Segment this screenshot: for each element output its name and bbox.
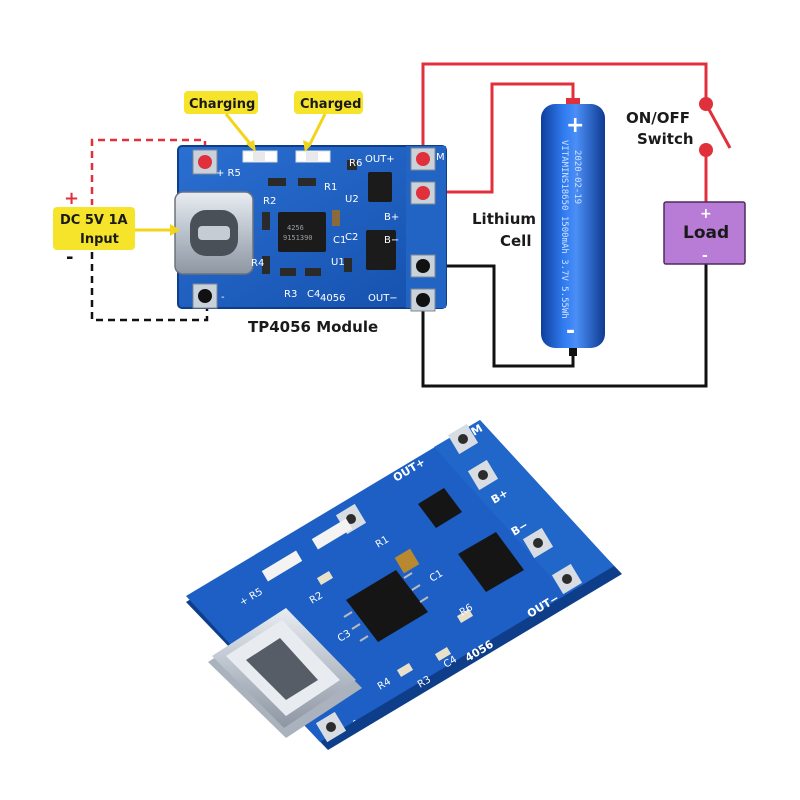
switch-contact-top bbox=[699, 97, 713, 111]
pad-input-minus bbox=[198, 289, 212, 303]
silk-r1: R1 bbox=[324, 182, 337, 193]
switch-line1: ON/OFF bbox=[626, 109, 690, 127]
photo-ic-mosfet bbox=[418, 488, 462, 528]
photo-ic-protect bbox=[458, 532, 524, 592]
tag-dc-line2: Input bbox=[80, 232, 119, 247]
photo-usb-c bbox=[208, 608, 362, 738]
switch-contact-bottom bbox=[699, 143, 713, 157]
silk-u2: U2 bbox=[345, 194, 359, 205]
load-plus: + bbox=[700, 206, 712, 222]
wire-bminus-to-battery bbox=[423, 264, 575, 368]
silk-r2: R2 bbox=[263, 196, 276, 207]
silk-b-minus: B− bbox=[384, 235, 399, 246]
tag-charged bbox=[294, 91, 363, 114]
pad-input-plus bbox=[198, 155, 212, 169]
battery-plus-mark: + bbox=[566, 113, 584, 138]
switch-lever bbox=[704, 103, 732, 149]
tag-dc-input bbox=[53, 207, 135, 250]
photo-pads bbox=[315, 423, 583, 743]
tag-charging-text: Charging bbox=[189, 97, 255, 112]
silk-r3: R3 bbox=[284, 289, 297, 300]
dashed-wire-plus bbox=[90, 138, 207, 205]
silk-c2: C2 bbox=[345, 232, 358, 243]
arrow-charged bbox=[307, 113, 327, 147]
switch-line2: Switch bbox=[637, 130, 694, 148]
silk-c4: C4 bbox=[307, 289, 320, 300]
silk-out-plus: OUT+ bbox=[365, 154, 395, 165]
arrow-charging bbox=[224, 113, 254, 147]
lithium-line2: Cell bbox=[500, 232, 531, 250]
silk-minus: - bbox=[221, 292, 225, 303]
wire-out-minus-to-load bbox=[421, 264, 708, 388]
ic-text-2: 9151390 bbox=[283, 234, 313, 242]
load-box: + Load - bbox=[663, 201, 746, 265]
battery-print: VITAMINS18650 1500mAh 3.7V 5.55Wh bbox=[559, 140, 569, 319]
tag-charging bbox=[184, 91, 258, 114]
silk-r6: R6 bbox=[349, 158, 362, 169]
wire-bplus-to-battery bbox=[423, 82, 575, 194]
load-label: Load bbox=[683, 223, 729, 243]
silk-r4: R4 bbox=[251, 258, 264, 269]
silk-b-plus: B+ bbox=[384, 212, 399, 223]
lithium-battery: + - VITAMINS18650 1500mAh 3.7V 5.55Wh 20… bbox=[541, 98, 605, 356]
input-plus-sign: + bbox=[64, 188, 79, 209]
tag-charged-text: Charged bbox=[300, 97, 361, 112]
photo-ic-main bbox=[343, 570, 429, 642]
silk-m: M bbox=[436, 152, 445, 163]
lithium-line1: Lithium bbox=[472, 210, 536, 228]
load-minus: - bbox=[702, 248, 708, 264]
ic-text-1: 4256 bbox=[287, 224, 304, 232]
battery-minus-mark: - bbox=[566, 319, 575, 344]
battery-date: 2020-02-19 bbox=[572, 150, 582, 204]
silk-c1: C1 bbox=[333, 235, 346, 246]
tp4056-board-photo: OUT+ B+ B− OUT− M 4056 + R5 R2 R1 R3 C4 … bbox=[186, 420, 622, 750]
silk-out-minus: OUT− bbox=[368, 293, 398, 304]
input-minus-sign: - bbox=[66, 247, 73, 268]
tp4056-board-top: + R5 OUT+ B+ B− OUT− M 4056 R2 R1 R3 C4 … bbox=[174, 145, 447, 312]
wire-out-plus-to-switch bbox=[421, 62, 708, 158]
silk-u1: U1 bbox=[331, 257, 345, 268]
tag-dc-line1: DC 5V 1A bbox=[60, 213, 128, 228]
photo-silk-minus: - bbox=[350, 715, 359, 726]
module-name: TP4056 Module bbox=[248, 318, 378, 336]
silk-plus-r5: + R5 bbox=[216, 168, 241, 179]
ic-tp4056 bbox=[278, 212, 326, 252]
silk-chip-id: 4056 bbox=[320, 293, 345, 304]
